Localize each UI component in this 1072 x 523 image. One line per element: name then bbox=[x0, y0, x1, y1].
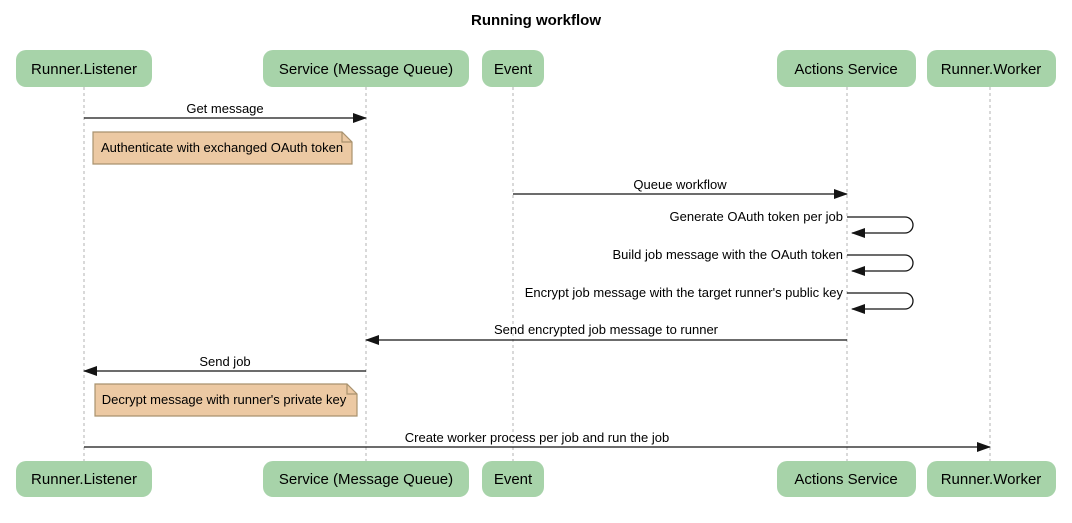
message-queue-workflow: Queue workflow bbox=[513, 177, 848, 199]
participant-bottom-event: Event bbox=[482, 461, 544, 497]
participant-top-service-message-queue: Service (Message Queue) bbox=[263, 50, 469, 87]
participant-bottom-actions-service: Actions Service bbox=[777, 461, 916, 497]
note-decrypt-message: Decrypt message with runner's private ke… bbox=[94, 383, 358, 417]
message-get-message: Get message bbox=[84, 101, 367, 123]
participant-box bbox=[777, 50, 916, 87]
participant-label: Runner.Listener bbox=[31, 61, 137, 78]
participant-label: Actions Service bbox=[794, 471, 897, 488]
participant-box bbox=[482, 50, 544, 87]
participant-label: Actions Service bbox=[794, 61, 897, 78]
participant-box bbox=[263, 50, 469, 87]
message-label: Generate OAuth token per job bbox=[670, 209, 843, 224]
participant-top-actions-service: Actions Service bbox=[777, 50, 916, 87]
note-box bbox=[92, 131, 353, 165]
message-label: Build job message with the OAuth token bbox=[612, 247, 843, 262]
diagram-title: Running workflow bbox=[471, 12, 601, 29]
message-label: Get message bbox=[186, 101, 263, 116]
participant-label: Event bbox=[494, 471, 533, 488]
message-build-job-message: Build job message with the OAuth token bbox=[612, 247, 914, 276]
participant-label: Runner.Listener bbox=[31, 471, 137, 488]
participant-box bbox=[927, 50, 1056, 87]
participant-box bbox=[16, 50, 152, 87]
participant-bottom-runner-listener: Runner.Listener bbox=[16, 461, 152, 497]
participant-top-runner-listener: Runner.Listener bbox=[16, 50, 152, 87]
message-create-worker-process: Create worker process per job and run th… bbox=[84, 430, 991, 452]
note-authenticate-oauth: Authenticate with exchanged OAuth token bbox=[92, 131, 353, 165]
note-label: Decrypt message with runner's private ke… bbox=[102, 392, 347, 407]
message-label: Create worker process per job and run th… bbox=[405, 430, 669, 445]
participant-box bbox=[927, 461, 1056, 497]
participant-bottom-runner-worker: Runner.Worker bbox=[927, 461, 1056, 497]
note-fold-corner bbox=[346, 384, 357, 395]
participant-top-runner-worker: Runner.Worker bbox=[927, 50, 1056, 87]
participant-label: Event bbox=[494, 61, 533, 78]
participant-box bbox=[263, 461, 469, 497]
participant-label: Service (Message Queue) bbox=[279, 471, 453, 488]
message-send-encrypted-job: Send encrypted job message to runner bbox=[365, 322, 847, 345]
participant-bottom-service-message-queue: Service (Message Queue) bbox=[263, 461, 469, 497]
note-box bbox=[94, 383, 358, 417]
self-message-arrow bbox=[847, 292, 914, 314]
message-label: Send job bbox=[199, 354, 250, 369]
message-label: Encrypt job message with the target runn… bbox=[525, 285, 844, 300]
message-encrypt-job-message: Encrypt job message with the target runn… bbox=[525, 285, 914, 314]
participant-box bbox=[482, 461, 544, 497]
self-message-arrow bbox=[847, 254, 914, 276]
self-message-arrow bbox=[847, 216, 914, 238]
message-label: Queue workflow bbox=[633, 177, 727, 192]
note-fold-corner bbox=[341, 132, 352, 143]
note-label: Authenticate with exchanged OAuth token bbox=[101, 140, 343, 155]
participant-label: Service (Message Queue) bbox=[279, 61, 453, 78]
message-generate-oauth-token: Generate OAuth token per job bbox=[670, 209, 914, 238]
participant-label: Runner.Worker bbox=[941, 471, 1042, 488]
message-label: Send encrypted job message to runner bbox=[494, 322, 719, 337]
participant-box bbox=[777, 461, 916, 497]
message-send-job: Send job bbox=[83, 354, 366, 376]
participant-top-event: Event bbox=[482, 50, 544, 87]
participant-box bbox=[16, 461, 152, 497]
participant-label: Runner.Worker bbox=[941, 61, 1042, 78]
